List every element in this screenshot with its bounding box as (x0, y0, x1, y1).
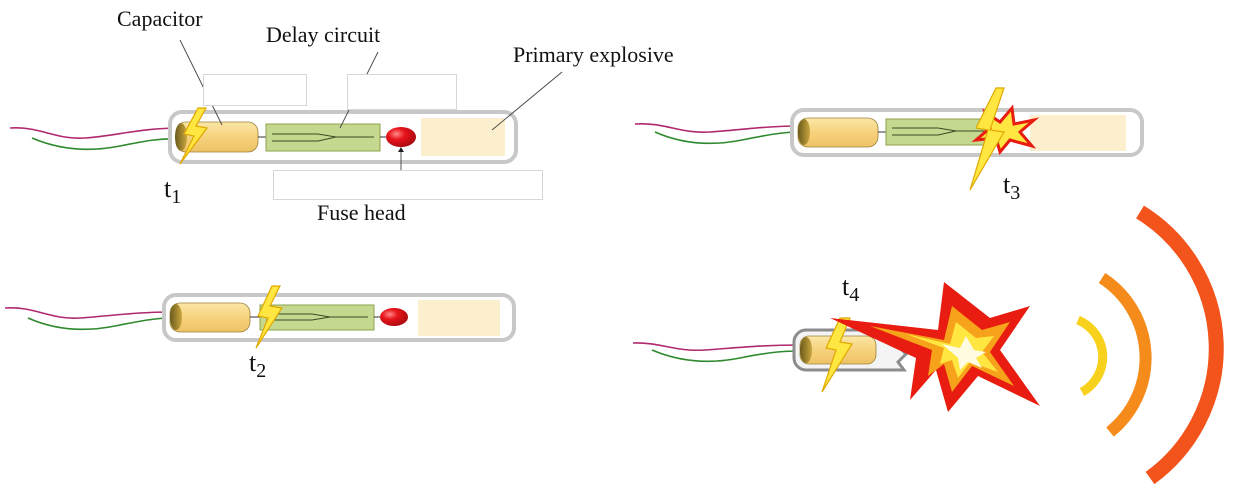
detonator-t1 (9, 39, 563, 198)
lead-wire-red (634, 123, 801, 133)
explosion-inner-icon (870, 306, 1014, 392)
capacitor-end-cap (170, 304, 182, 330)
time-mark-base: t (249, 348, 257, 377)
delay-circuit-trace (266, 313, 368, 321)
primary-explosive (421, 118, 505, 156)
fuse-head (380, 308, 408, 326)
time-mark-t4: t4 (842, 272, 859, 306)
explosion-center-icon (942, 336, 986, 370)
spark-icon (179, 107, 209, 165)
blank-box (273, 170, 543, 200)
time-mark-t1: t1 (164, 174, 181, 208)
blank-box (203, 74, 307, 106)
fuse-head-leader-arrow (398, 147, 404, 152)
time-mark-subscript: 1 (171, 186, 182, 208)
detonator-t3 (634, 87, 1144, 191)
blank-box (347, 74, 457, 110)
delay-circuit-trace (892, 127, 990, 136)
capacitor-label: Capacitor (117, 6, 203, 31)
lead-wire-green (27, 317, 173, 331)
capacitor-end-cap (175, 123, 187, 151)
lead-wire-green (651, 349, 801, 363)
shock-wave-medium (1098, 272, 1152, 437)
shock-wave-large (1136, 205, 1224, 485)
delay-circuit-label: Delay circuit (266, 22, 381, 47)
spark-icon (969, 87, 1005, 191)
time-mark-t3: t3 (1003, 170, 1020, 204)
lead-wire-red (4, 307, 173, 319)
lead-wire-green (654, 131, 801, 145)
primary-explosive-leader (491, 71, 563, 131)
capacitor-leader (179, 39, 223, 126)
primary-explosive-label: Primary explosive (513, 42, 674, 67)
time-mark-base: t (164, 174, 172, 203)
detonator-t4 (632, 205, 1224, 485)
time-mark-t2: t2 (249, 348, 266, 382)
time-mark-subscript: 3 (1010, 182, 1021, 204)
time-mark-base: t (1003, 170, 1011, 199)
capacitor-end-cap (798, 119, 810, 145)
capacitor-end-cap (800, 337, 812, 363)
fuse-head (386, 127, 416, 147)
time-mark-subscript: 2 (256, 360, 267, 382)
lead-wire-green (31, 137, 181, 151)
time-mark-base: t (842, 272, 850, 301)
delay-circuit-trace (272, 133, 374, 142)
fuse-head-label: Fuse head (317, 200, 406, 225)
spark-icon (255, 285, 284, 349)
capacitor (169, 302, 251, 333)
primary-explosive (418, 300, 500, 336)
lead-wire-red (9, 127, 181, 139)
primary-explosive (1030, 115, 1126, 151)
time-mark-subscript: 4 (849, 284, 860, 306)
capacitor (797, 117, 879, 148)
lead-wire-red (632, 342, 801, 352)
detonator-t2 (4, 285, 516, 349)
shock-wave-small (1076, 315, 1108, 396)
